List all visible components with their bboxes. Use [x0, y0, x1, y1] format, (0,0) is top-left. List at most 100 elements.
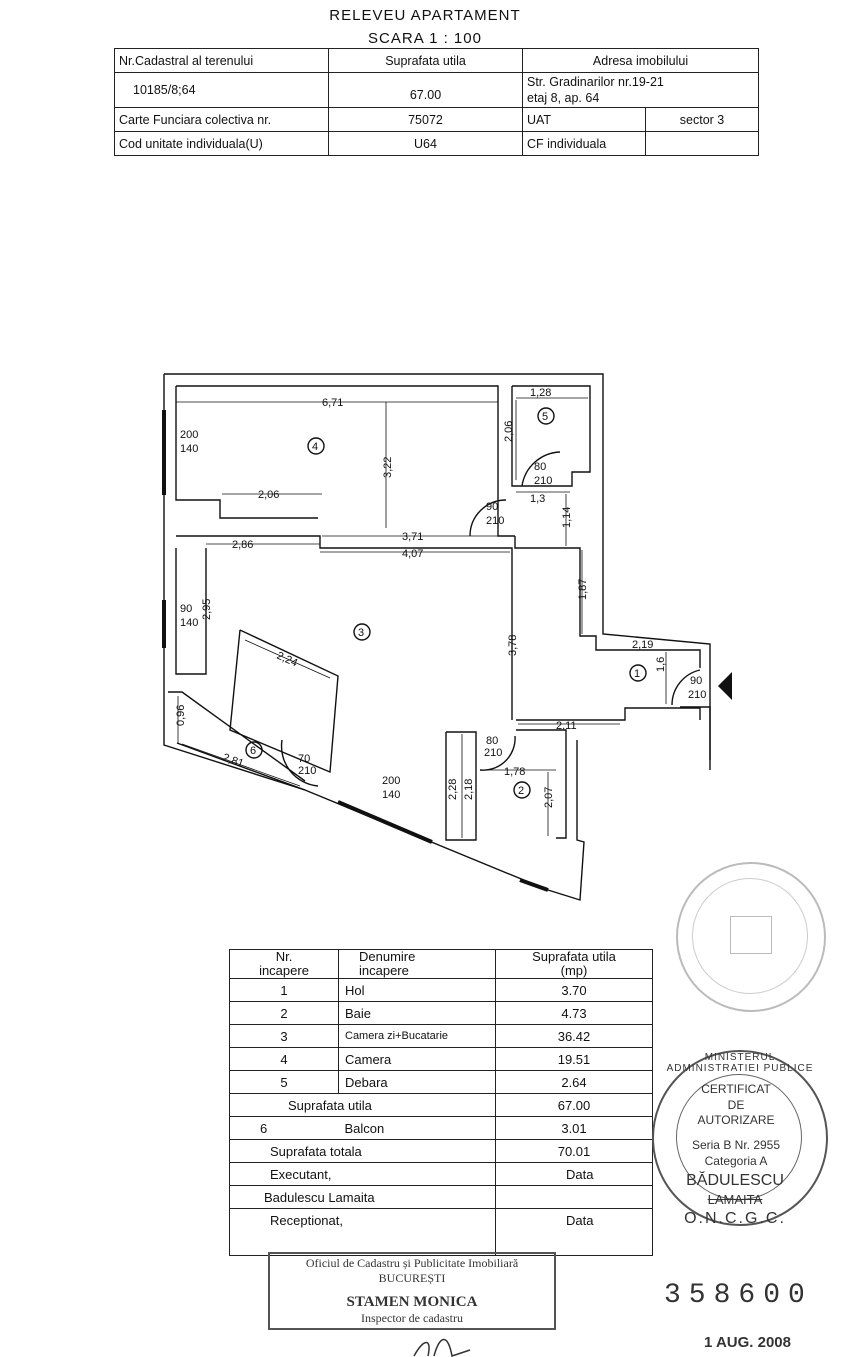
door1-width: 90 — [690, 675, 702, 687]
inspector-name: STAMEN MONICA — [346, 1294, 478, 1310]
opening-w1-bottom: 140 — [180, 443, 198, 455]
registration-date: 1 AUG. 2008 — [704, 1334, 791, 1351]
wall-hall — [514, 536, 701, 668]
cf-label: Carte Funciara colectiva nr. — [114, 107, 329, 132]
dim-211: 2,11 — [556, 720, 577, 732]
document-title: RELEVEU APARTAMENT — [329, 7, 521, 24]
wall-balcony — [168, 691, 306, 782]
dim-228: 2,28 — [447, 779, 459, 800]
certificate-line6: BĂDULESCU — [686, 1172, 784, 1189]
surface-value: 67.00 — [328, 72, 523, 108]
receptionat-label: Receptionat, — [229, 1208, 496, 1256]
room-circle-2 — [513, 781, 531, 799]
dim-207: 2,07 — [543, 787, 555, 808]
window-bath — [519, 878, 549, 892]
dim-295: 2,95 — [201, 599, 213, 620]
room-name: Hol — [338, 978, 496, 1002]
wall-room5 — [511, 385, 591, 487]
dim-378: 3,78 — [507, 635, 519, 656]
door2-height: 210 — [484, 747, 502, 759]
seal-inner-ring — [692, 878, 808, 994]
executant-label: Executant, — [229, 1162, 496, 1186]
opening-w1-top: 200 — [180, 429, 198, 441]
signature-scribble-icon — [413, 1338, 471, 1357]
door-arc-balcony — [280, 739, 319, 787]
wall-bath-west — [445, 731, 477, 841]
outer-wall-east — [680, 706, 711, 770]
outer-wall — [164, 373, 711, 760]
scale-label: SCARA 1 : 100 — [368, 30, 482, 47]
executant-date-label: Data — [495, 1162, 653, 1186]
room-circle-4 — [307, 437, 325, 455]
col-name-title: Denumire — [359, 949, 416, 964]
wall-room4-inner — [175, 386, 318, 519]
office-line1: Oficiul de Cadastru și Publicitate Imobi… — [305, 1256, 519, 1270]
room-name: Debara — [338, 1070, 496, 1094]
room-nr: 1 — [229, 978, 339, 1002]
balcony-area: 3.01 — [495, 1116, 653, 1140]
balcony-nr: 6 — [229, 1116, 339, 1140]
door-arc-room5 — [521, 451, 561, 487]
executant-name: Badulescu Lamaita — [229, 1185, 496, 1209]
util-surface-label: Suprafata utila — [229, 1093, 496, 1117]
dim-371: 3,71 — [402, 531, 423, 543]
certificate-stamp — [652, 1050, 828, 1226]
dim-218: 2,18 — [463, 779, 475, 800]
col-nr-title: Nr. — [275, 949, 293, 964]
room-area: 3.70 — [495, 978, 653, 1002]
wall-room3-west — [176, 535, 513, 720]
total-surface-label: Suprafata totala — [229, 1139, 496, 1163]
rooms-table: Nr. incapere Denumire incapere Suprafata… — [229, 949, 653, 1256]
header-table: Nr.Cadastral al terenului Suprafata util… — [114, 48, 759, 156]
cadastre-office-stamp: Oficiul de Cadastru și Publicitate Imobi… — [268, 1252, 556, 1330]
room-name: Camera — [338, 1047, 496, 1071]
dim-178: 1,78 — [504, 766, 525, 778]
wall-bath-inner — [516, 729, 567, 839]
room-circle-1 — [629, 664, 647, 682]
opening-w3-bottom: 140 — [180, 617, 198, 629]
room-area: 2.64 — [495, 1070, 653, 1094]
col-name-subtitle: incapere — [359, 963, 409, 978]
total-surface-value: 70.01 — [495, 1139, 653, 1163]
room-number-3: 3 — [358, 627, 364, 639]
door-arc-entrance — [671, 669, 701, 706]
room-area: 36.42 — [495, 1024, 653, 1048]
receptionat-date-label: Data — [495, 1208, 653, 1256]
room-circle-5 — [537, 407, 555, 425]
door-arc-room4 — [469, 499, 507, 537]
certificate-bottom-text: O.N.C.G.C. — [684, 1210, 786, 1227]
registration-number: 358600 — [664, 1280, 813, 1311]
table-row: 2 Baie 4.73 — [229, 1001, 653, 1025]
room-number-5: 5 — [542, 411, 548, 423]
certificate-line7: LAMAITA — [707, 1192, 763, 1207]
door4-width: 90 — [486, 501, 498, 513]
room-number-6: 6 — [250, 745, 256, 757]
dim-096: 0,96 — [175, 705, 187, 726]
office-line2: BUCUREȘTI — [378, 1271, 446, 1285]
dim-line-224 — [244, 639, 331, 679]
room-area: 19.51 — [495, 1047, 653, 1071]
cadastral-value: 10185/8;64 — [114, 72, 329, 108]
cf-individual-label: CF individuala — [522, 131, 646, 156]
room-area: 4.73 — [495, 1001, 653, 1025]
dim-407: 4,07 — [402, 548, 423, 560]
certificate-line1: CERTIFICAT — [701, 1082, 771, 1096]
opening-w6-bottom: 140 — [382, 789, 400, 801]
dim-128: 1,28 — [530, 387, 551, 399]
table-row: 1 Hol 3.70 — [229, 978, 653, 1002]
door4-height: 210 — [486, 515, 504, 527]
certificate-line3: AUTORIZARE — [697, 1113, 775, 1127]
util-surface-value: 67.00 — [495, 1093, 653, 1117]
room-number-1: 1 — [634, 668, 640, 680]
door1-height: 210 — [688, 689, 706, 701]
room-name: Camera zi+Bucatarie — [338, 1024, 496, 1048]
unit-label: Cod unitate individuala(U) — [114, 131, 329, 156]
opening-w3-top: 90 — [180, 603, 192, 615]
room-nr: 4 — [229, 1047, 339, 1071]
dim-16: 1,6 — [655, 657, 667, 672]
address-value: Str. Gradinarilor nr.19-21 etaj 8, ap. 6… — [522, 72, 759, 108]
room-circle-3 — [353, 623, 371, 641]
certificate-line2: DE — [727, 1098, 745, 1112]
outer-wall-south — [163, 374, 585, 901]
